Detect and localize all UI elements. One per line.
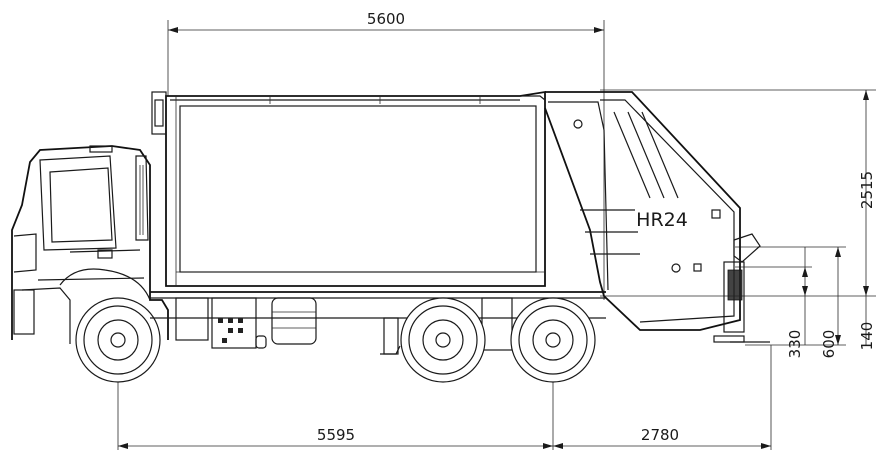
- rear-wheel-2: [510, 297, 596, 383]
- dim-label-2780: 2780: [641, 426, 679, 444]
- truck-cab: [11, 145, 169, 344]
- dimension-right: 2515 140 600 330: [600, 89, 876, 359]
- model-label: HR24: [636, 209, 688, 231]
- dimension-bottom: 5595 2780: [117, 340, 772, 450]
- dim-label-5595: 5595: [317, 426, 355, 444]
- bin-lifter: [713, 233, 770, 343]
- tailgate: HR24: [544, 91, 741, 331]
- dim-label-600: 600: [820, 330, 838, 359]
- dim-label-330: 330: [786, 330, 804, 359]
- compactor-body: [151, 90, 546, 287]
- front-wheel: [75, 297, 161, 383]
- rear-wheel-1: [400, 297, 486, 383]
- dimension-top-5600: 5600: [167, 10, 605, 300]
- dim-label-5600: 5600: [367, 10, 405, 28]
- dim-label-140: 140: [858, 322, 876, 351]
- dim-label-2515: 2515: [858, 171, 876, 209]
